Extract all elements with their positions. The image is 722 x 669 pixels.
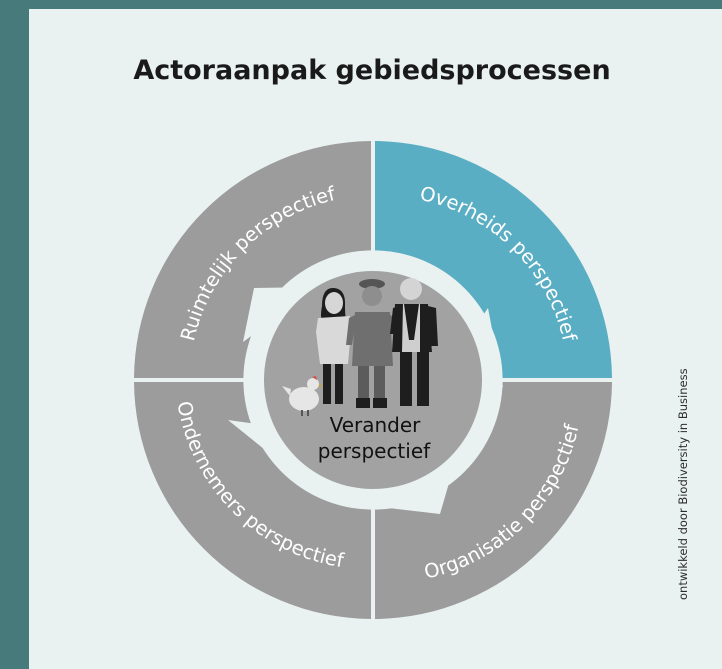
businessman-icon (390, 278, 438, 406)
arrow-head-3 (380, 459, 456, 514)
segment-overheids (375, 141, 612, 378)
diagram-title: Actoraanpak gebiedsprocessen (133, 55, 610, 86)
credit-line: ontwikkeld door Biodiversity in Business (676, 368, 690, 600)
center-label-line2: perspectief (318, 439, 431, 463)
center-label-line1: Verander (330, 413, 422, 437)
segment-ruimtelijk (134, 141, 371, 378)
chicken-icon (282, 376, 323, 416)
segment-organisatie (375, 382, 612, 619)
people-illustration (282, 278, 438, 416)
segment-ondernemers (134, 382, 371, 619)
